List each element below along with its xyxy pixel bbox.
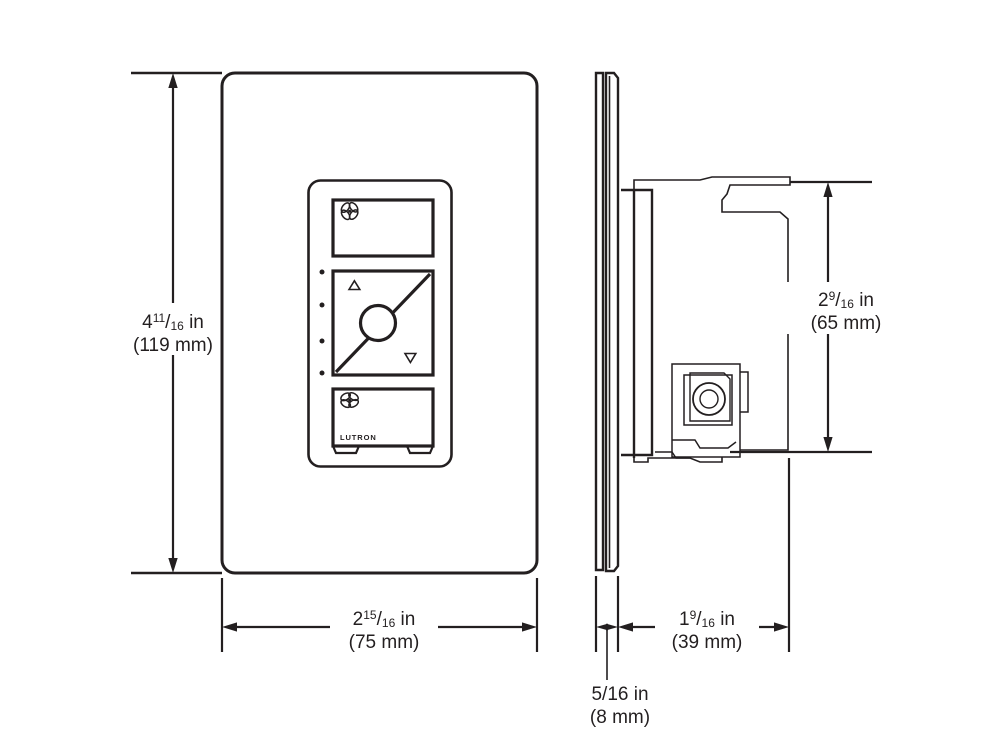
body-height-dimension: 29/16 in (65 mm): [730, 180, 882, 454]
body-height-label-backing: [782, 282, 878, 334]
width-label-metric: (75 mm): [349, 632, 420, 653]
led-indicator: [319, 302, 325, 308]
brand-label: LUTRON: [340, 433, 377, 442]
faceplate-thickness-dimension: 5/16 in (8 mm): [590, 576, 650, 728]
faceplate-edge-outer: [594, 71, 605, 572]
width-label-backing: [330, 601, 438, 653]
height-arrow-top: [168, 73, 178, 88]
depth-label-backing: [655, 601, 759, 653]
fan-icon: [340, 201, 359, 221]
body-height-arrow-top: [823, 182, 833, 197]
yoke-foot: [655, 451, 690, 459]
thickness-label-imperial: 5/16 in: [591, 684, 648, 705]
triangle-up-icon: [347, 279, 362, 291]
side-view: 29/16 in (65 mm) 19/16 in (39 mm) 5/16 i…: [590, 71, 882, 728]
overall-width-dimension: 215/16 in (75 mm): [220, 578, 539, 653]
device-tab-right: [405, 445, 435, 455]
led-indicator: [319, 338, 325, 344]
depth-arrow-right: [774, 622, 789, 632]
fan-off-icon: [340, 392, 360, 409]
yoke-side-flange: [740, 371, 749, 413]
depth-label-metric: (39 mm): [672, 632, 743, 653]
height-label-metric: (119 mm): [133, 335, 213, 356]
mounting-yoke-rail: [621, 188, 654, 457]
width-arrow-left: [222, 622, 237, 632]
led-indicator: [319, 269, 325, 275]
led-indicator: [319, 370, 325, 376]
fan-on-button[interactable]: [331, 198, 435, 258]
front-view: LUTRON 411/16 in (119 mm) 215/16 in (75 …: [128, 71, 539, 653]
height-arrow-bottom: [168, 558, 178, 573]
height-label-imperial: 411/16 in: [142, 311, 204, 333]
overall-height-dimension: 411/16 in (119 mm): [128, 71, 222, 575]
width-label-imperial: 215/16 in: [353, 608, 416, 630]
body-height-label-imperial: 29/16 in: [818, 289, 874, 311]
depth-arrow-left: [618, 622, 633, 632]
body-height-arrow-bottom: [823, 437, 833, 452]
thickness-arrow-right: [606, 623, 618, 631]
device-tab-left: [331, 445, 361, 455]
thickness-arrow-left: [596, 623, 608, 631]
body-depth-dimension: 19/16 in (39 mm): [616, 458, 791, 653]
height-label-backing: [128, 303, 220, 355]
depth-label-imperial: 19/16 in: [679, 608, 735, 630]
faceplate-edge-inner: [604, 71, 620, 573]
body-height-label-metric: (65 mm): [811, 313, 882, 334]
triangle-down-icon: [403, 352, 418, 365]
rocker-center-circle[interactable]: [358, 303, 398, 343]
yoke-tab-profile: [672, 439, 737, 449]
fan-off-button[interactable]: [331, 387, 435, 448]
thickness-label-metric: (8 mm): [590, 707, 650, 728]
width-arrow-right: [522, 622, 537, 632]
mounting-screw-inner: [699, 389, 719, 409]
led-indicator-column: [319, 269, 325, 376]
screw-boss-chamfer: [689, 372, 731, 422]
